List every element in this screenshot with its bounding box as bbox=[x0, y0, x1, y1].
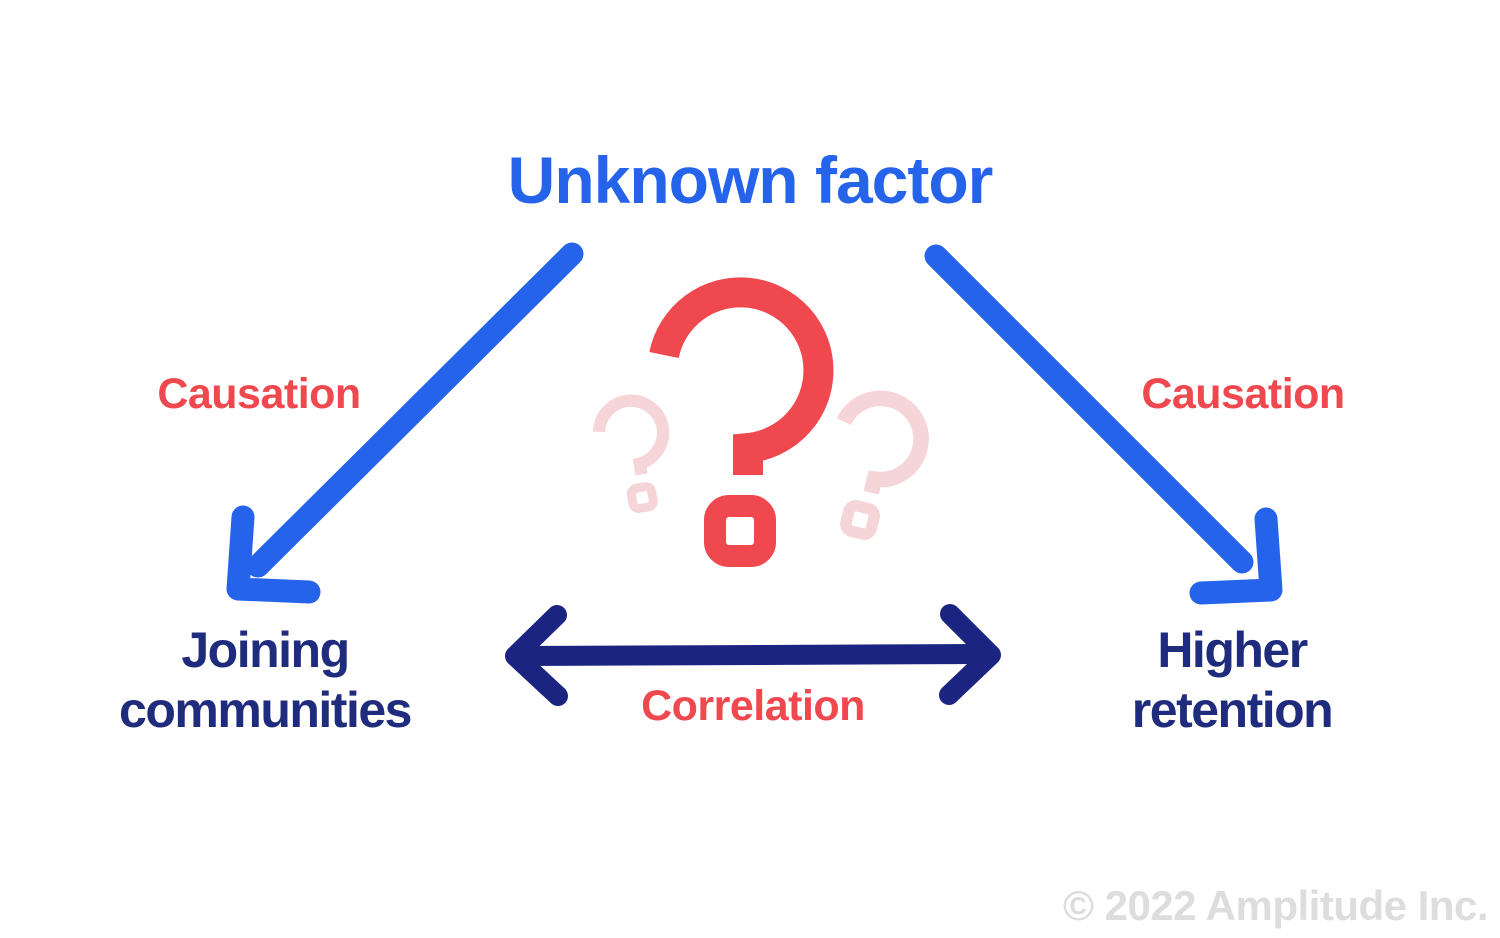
node-higher-retention-line1: Higher bbox=[1157, 622, 1308, 678]
causation-label-right: Causation bbox=[1141, 370, 1345, 418]
causation-arrow-right bbox=[924, 244, 1283, 605]
question-mark-icon bbox=[664, 292, 818, 556]
causation-label-left: Causation bbox=[157, 370, 361, 418]
node-joining-communities-line2: communities bbox=[119, 682, 412, 738]
page-title: Unknown factor bbox=[507, 143, 994, 217]
causation-arrow-left bbox=[226, 242, 584, 604]
copyright-notice: © 2022 Amplitude Inc. bbox=[1062, 882, 1489, 929]
correlation-label: Correlation bbox=[641, 682, 865, 730]
question-mark-icon-faint-right bbox=[819, 390, 930, 542]
node-higher-retention: Higher retention bbox=[1131, 620, 1334, 740]
question-mark-icon-faint-left bbox=[595, 396, 676, 513]
correlation-double-arrow bbox=[505, 604, 1001, 706]
node-joining-communities-line1: Joining bbox=[181, 622, 350, 678]
node-joining-communities: Joining communities bbox=[119, 620, 412, 740]
node-higher-retention-line2: retention bbox=[1131, 682, 1334, 738]
